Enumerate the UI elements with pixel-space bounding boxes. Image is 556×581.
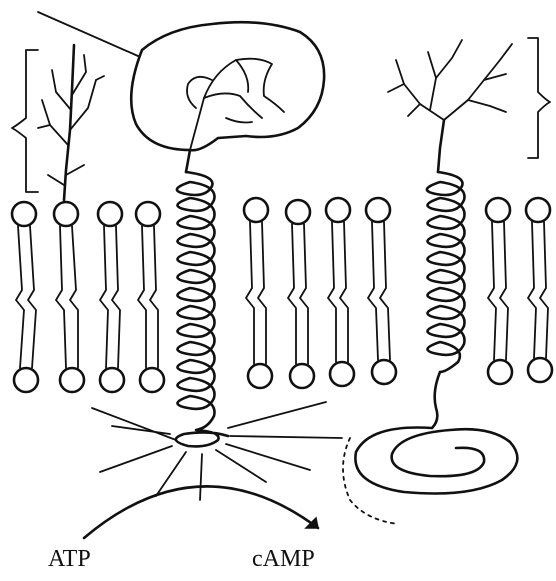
camp-label: cAMP: [252, 546, 315, 573]
phospholipid: [244, 198, 272, 388]
phospholipid: [12, 202, 38, 392]
phospholipid: [366, 198, 396, 384]
phospholipid: [526, 198, 552, 382]
phospholipid: [136, 202, 164, 392]
phospholipid: [54, 202, 84, 392]
phospholipid-bilayer: [12, 198, 552, 392]
glycoprotein-branches-right: [388, 40, 512, 172]
left-bracket: [12, 50, 38, 192]
pointer-line: [38, 12, 138, 56]
phospholipid: [98, 202, 124, 392]
atp-label: ATP: [48, 546, 91, 573]
right-bracket: [528, 38, 550, 158]
transmembrane-helix-left: [176, 172, 228, 446]
phospholipid: [326, 198, 354, 386]
phospholipid: [286, 200, 314, 388]
glycolipid-tree: [38, 45, 104, 200]
phospholipid: [486, 198, 512, 384]
glycoprotein-carbohydrate: [131, 22, 324, 172]
activation-burst: [92, 402, 342, 500]
